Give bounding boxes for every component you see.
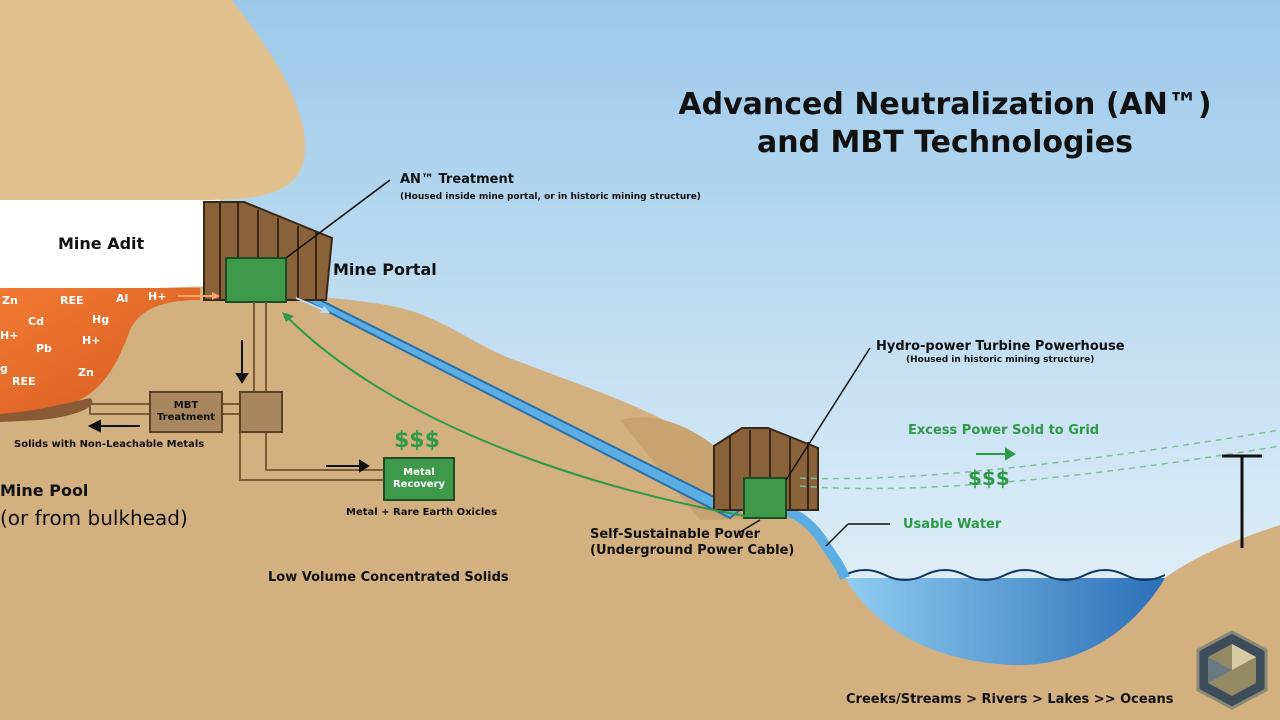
utility-pole <box>1222 454 1262 548</box>
black-arrows <box>87 340 1016 473</box>
mbt-treatment-label: MBT Treatment <box>156 400 216 423</box>
sludge-pipes <box>89 302 384 481</box>
pool-sediment <box>0 398 93 422</box>
metal-recovery-box <box>383 457 455 501</box>
metal-oxides-label: Metal + Rare Earth Oxicles <box>346 507 498 518</box>
excess-power-label: Excess Power Sold to Grid <box>908 423 1100 438</box>
lake-waves <box>844 569 1166 581</box>
pool-element: H+ <box>82 334 101 347</box>
title-line-1: Advanced Neutralization (AN™) <box>678 87 1212 122</box>
usable-water-label: Usable Water <box>903 517 1002 532</box>
hydro-turbine-sub-label: (Housed in historic mining structure) <box>906 355 1095 365</box>
self-sustain-sub-label: (Underground Power Cable) <box>590 543 795 558</box>
mine-pool-label: Mine Pool <box>0 481 89 500</box>
mine-pool <box>0 288 200 414</box>
recovery-dollars-label: $$$ <box>394 428 440 453</box>
an-treatment-box <box>225 257 287 303</box>
pool-element: Pb <box>36 342 52 355</box>
h-plus-flow-arrow <box>178 292 220 300</box>
water-outflow <box>782 505 850 580</box>
metal-recovery-label: Metal Recovery <box>392 467 446 490</box>
creeks-label: Creeks/Streams > Rivers > Lakes >> Ocean… <box>846 692 1174 707</box>
powerhouse-building <box>713 427 819 511</box>
lake <box>845 578 1165 666</box>
pool-element: H+ <box>0 329 19 342</box>
mine-portal-label: Mine Portal <box>333 260 437 279</box>
pipe-flow-arrow <box>295 297 330 313</box>
an-treatment-sub-label: (Housed inside mine portal, or in histor… <box>400 192 701 202</box>
diagram-title: Advanced Neutralization (AN™) and MBT Te… <box>640 86 1250 162</box>
hydro-turbine-label: Hydro-power Turbine Powerhouse <box>876 339 1125 354</box>
filter-box <box>239 391 283 433</box>
self-sustain-label: Self-Sustainable Power <box>590 527 761 542</box>
turbine-box <box>743 477 787 519</box>
logo-hexagon-icon <box>1196 630 1268 710</box>
pool-element: Hg <box>92 313 110 326</box>
pool-element: g <box>0 362 8 375</box>
pool-element: REE <box>12 375 36 388</box>
grid-power-lines <box>799 429 1280 490</box>
mine-adit-label: Mine Adit <box>58 234 145 253</box>
mine-pool-sub-label: (or from bulkhead) <box>0 506 188 530</box>
solids-nonleach-label: Solids with Non-Leachable Metals <box>14 439 205 450</box>
pool-element: Cd <box>28 315 44 328</box>
low-volume-label: Low Volume Concentrated Solids <box>268 570 509 585</box>
pool-element: Zn <box>2 294 18 307</box>
power-return-cable <box>282 312 746 517</box>
an-treatment-label: AN™ Treatment <box>400 172 514 187</box>
mine-adit-opening <box>0 198 220 288</box>
title-line-2: and MBT Technologies <box>757 125 1133 160</box>
grid-dollars-label: $$$ <box>968 466 1010 490</box>
mbt-treatment-box <box>149 391 223 433</box>
pool-h-plus: H+ <box>148 290 167 303</box>
pool-element: REE <box>60 294 84 307</box>
pool-element: Al <box>116 292 129 305</box>
leader-lines <box>285 179 890 547</box>
pool-element: Zn <box>78 366 94 379</box>
mountain-top <box>0 0 306 200</box>
